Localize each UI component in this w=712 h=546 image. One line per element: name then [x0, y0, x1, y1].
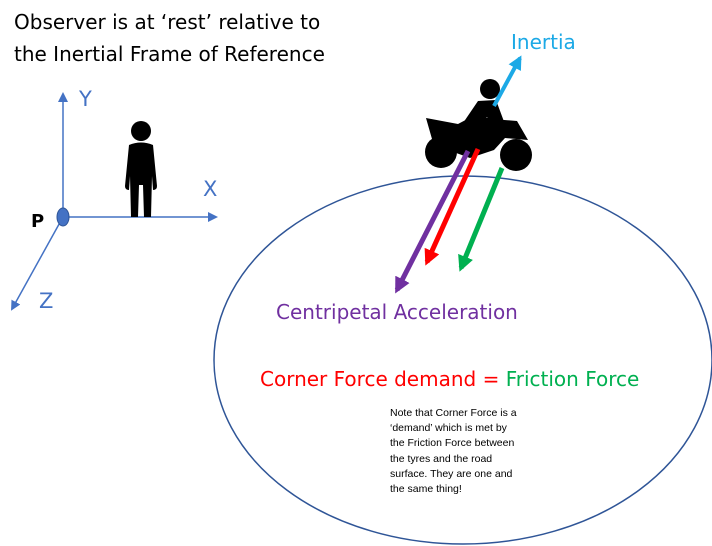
track-ellipse — [213, 175, 712, 545]
note-line: the tyres and the road — [390, 452, 493, 465]
note-text: Note that Corner Force is a ‘demand’ whi… — [390, 406, 558, 497]
title-line-1: Observer is at ‘rest’ relative to — [14, 10, 320, 34]
title-line-2: the Inertial Frame of Reference — [14, 42, 325, 66]
corner-force-arrow — [424, 147, 481, 266]
centripetal-label: Centripetal Acceleration — [276, 300, 518, 324]
friction-force-arrow — [458, 167, 505, 272]
origin-point — [56, 207, 70, 227]
x-axis-label: X — [203, 177, 217, 201]
y-axis-label: Y — [78, 87, 92, 111]
corner-force-label: Corner Force demand — [260, 367, 476, 391]
equals-sign: = — [476, 367, 505, 391]
friction-force-label: Friction Force — [506, 367, 640, 391]
inertia-arrow — [492, 55, 522, 107]
note-line: ‘demand’ which is met by — [390, 422, 507, 435]
observer-person-icon — [125, 121, 157, 217]
note-line: surface. They are one and — [390, 467, 513, 480]
inertia-label: Inertia — [511, 30, 576, 54]
motorcycle-rider-icon — [425, 79, 532, 171]
force-equation: Corner Force demand = Friction Force — [260, 367, 639, 391]
origin-label: P — [31, 211, 44, 232]
z-axis-label: Z — [39, 289, 53, 313]
centripetal-arrow — [394, 149, 471, 294]
note-line: Note that Corner Force is a — [390, 407, 517, 419]
note-line: the same thing! — [390, 483, 462, 496]
z-axis — [11, 216, 64, 311]
coordinate-axes: Y X Z P — [11, 87, 218, 313]
note-line: the Friction Force between — [390, 437, 515, 450]
